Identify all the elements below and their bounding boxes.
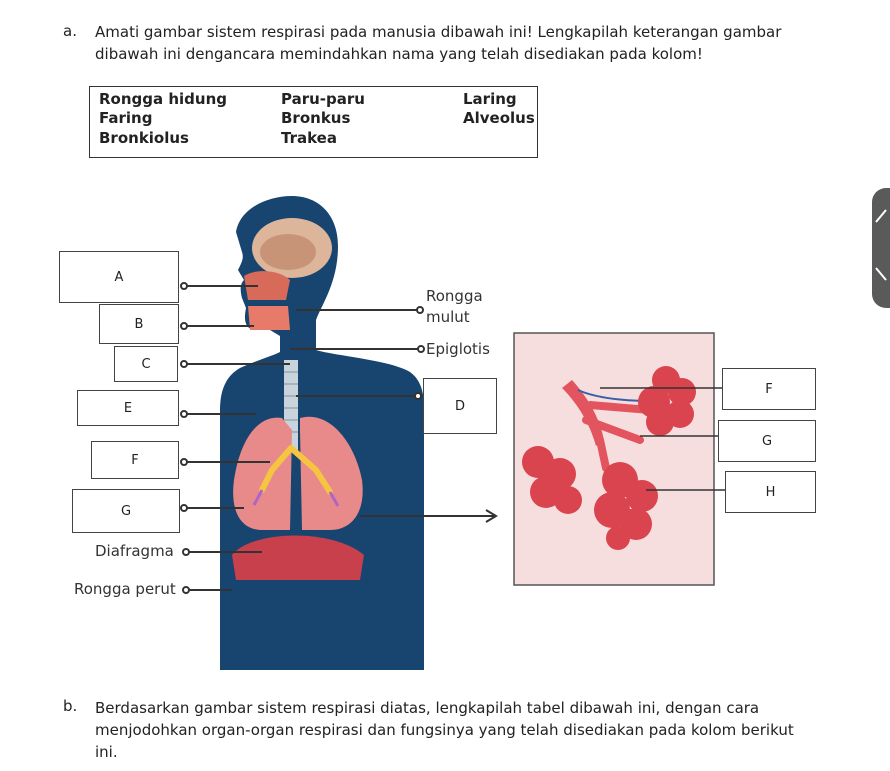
question-a-marker: a.	[63, 22, 77, 40]
word-rongga-hidung[interactable]: Rongga hidung	[99, 90, 228, 108]
word-alveolus[interactable]: Alveolus	[463, 109, 535, 127]
oral-cavity	[248, 306, 290, 330]
word-paru-paru[interactable]: Paru-paru	[281, 90, 365, 108]
answer-box-g-right[interactable]: G	[718, 420, 816, 462]
answer-box-d[interactable]: D	[423, 378, 497, 434]
answer-box-f-left[interactable]: F	[91, 441, 179, 479]
question-b-line3: ini.	[95, 743, 118, 761]
answer-box-h[interactable]: H	[725, 471, 816, 513]
question-b-line2: menjodohkan organ-organ respirasi dan fu…	[95, 721, 794, 739]
answer-box-g-left[interactable]: G	[72, 489, 180, 533]
question-b-marker: b.	[63, 697, 78, 715]
chevron-icon	[875, 209, 887, 281]
diaphragm	[232, 535, 364, 580]
answer-box-c[interactable]: C	[114, 346, 178, 382]
word-laring[interactable]: Laring	[463, 90, 517, 108]
answer-box-f-right[interactable]: F	[722, 368, 816, 410]
question-a-line1: Amati gambar sistem respirasi pada manus…	[95, 23, 782, 41]
question-a-line2: dibawah ini dengancara memindahkan nama …	[95, 45, 703, 63]
scroll-up-down-button[interactable]	[872, 188, 890, 308]
left-lung	[233, 417, 292, 530]
answer-box-a[interactable]: A	[59, 251, 179, 303]
word-bronkus[interactable]: Bronkus	[281, 109, 351, 127]
word-trakea[interactable]: Trakea	[281, 129, 337, 147]
question-b-line1: Berdasarkan gambar sistem respirasi diat…	[95, 699, 760, 717]
answer-box-b[interactable]: B	[99, 304, 179, 344]
label-epiglotis: Epiglotis	[426, 340, 490, 358]
word-bank: Rongga hidung Faring Bronkiolus Paru-par…	[89, 86, 538, 158]
right-lung	[300, 416, 363, 530]
word-faring[interactable]: Faring	[99, 109, 153, 127]
label-rongga: Rongga	[426, 287, 483, 305]
label-rongga-perut: Rongga perut	[74, 580, 176, 598]
nasal-cavity	[244, 271, 290, 300]
bronchi	[259, 445, 333, 495]
answer-box-e[interactable]: E	[77, 390, 179, 426]
label-mulut: mulut	[426, 308, 470, 326]
label-diafragma: Diafragma	[95, 542, 174, 560]
word-bronkiolus[interactable]: Bronkiolus	[99, 129, 189, 147]
